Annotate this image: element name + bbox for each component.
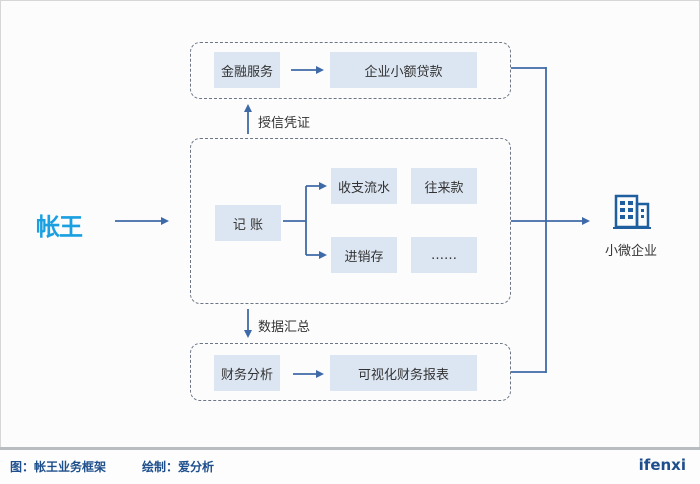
figure-credit: 绘制：爱分析 [142, 460, 215, 474]
financial-analysis-group [190, 343, 511, 401]
node-more: …… [411, 237, 477, 273]
node-cashflow: 收支流水 [331, 168, 397, 204]
building-icon [613, 194, 651, 229]
node-financial-analysis: 财务分析 [214, 355, 280, 391]
target-label: 小微企业 [605, 244, 658, 259]
figure-footer: 图：帐王业务框架 绘制：爱分析 ifenxi [0, 447, 700, 484]
node-inventory: 进销存 [331, 237, 397, 273]
zhangwang-logo: 帐王 [36, 213, 83, 241]
node-visual-report: 可视化财务报表 [330, 355, 477, 391]
edge-label-data-summary: 数据汇总 [258, 320, 311, 335]
financial-services-group [190, 42, 511, 99]
edge-label-credit: 授信凭证 [258, 116, 311, 131]
ifenxi-logo: ifenxi [638, 456, 686, 474]
node-financial-services: 金融服务 [214, 52, 280, 88]
node-receivables: 往来款 [411, 168, 477, 204]
node-bookkeeping: 记 账 [215, 205, 281, 241]
node-small-loan: 企业小额贷款 [330, 52, 477, 88]
figure-caption: 图：帐王业务框架 [10, 460, 107, 474]
bookkeeping-group [190, 138, 511, 304]
